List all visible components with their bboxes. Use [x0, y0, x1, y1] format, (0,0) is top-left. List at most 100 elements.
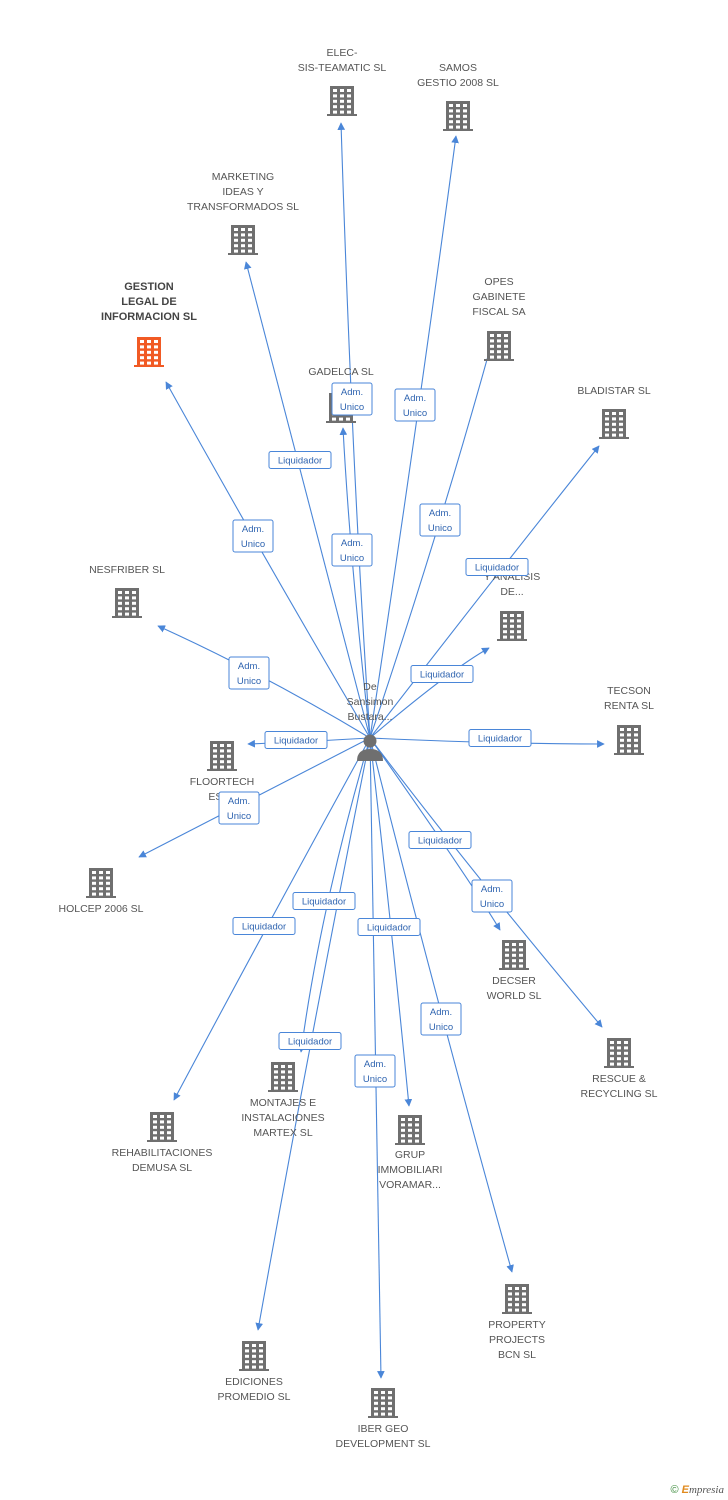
role-badge-samos[interactable]: Adm.Unico	[394, 388, 436, 422]
edge-rescue	[369, 737, 603, 1028]
company-node-holcep[interactable]: HOLCEP 2006 SL	[58, 868, 144, 915]
role-badge-text: Liquidador	[418, 836, 462, 847]
building-icon	[599, 409, 629, 439]
edge-gestion	[165, 381, 371, 739]
company-label-line: GABINETE	[472, 291, 525, 303]
building-icon	[134, 337, 164, 367]
role-badge-nesfriber[interactable]: Adm.Unico	[228, 656, 270, 690]
brand-logo-letter: E	[681, 1484, 689, 1496]
role-badge-property[interactable]: Adm.Unico	[420, 1002, 462, 1036]
role-badge-floortech[interactable]: Liquidador	[264, 731, 328, 749]
role-badge-text: Liquidador	[367, 923, 411, 934]
role-badge-text: Unico	[363, 1074, 387, 1085]
company-label-line: GADELCA SL	[308, 366, 374, 378]
building-icon	[443, 101, 473, 131]
company-node-elec[interactable]: ELEC- SIS-TEAMATIC SL	[298, 47, 387, 116]
building-icon	[499, 940, 529, 970]
role-badge-holcep[interactable]: Adm.Unico	[218, 791, 260, 825]
building-icon	[228, 225, 258, 255]
company-node-rescue[interactable]: RESCUE &RECYCLING SL	[580, 1038, 658, 1100]
company-label-line: WORLD SL	[487, 990, 542, 1002]
company-label-line: DECSER	[492, 975, 536, 987]
person-icon	[357, 734, 383, 761]
company-label-line: FLOORTECH	[190, 776, 255, 788]
edge-elec	[337, 122, 371, 739]
company-node-property[interactable]: PROPERTY PROJECTS BCN SL	[488, 1284, 546, 1361]
role-badge-decser[interactable]: Adm.Unico	[471, 879, 513, 913]
role-badge-rescue[interactable]: Liquidador	[408, 831, 472, 849]
building-icon	[497, 611, 527, 641]
role-badge-gestion[interactable]: Adm. Unico	[232, 519, 274, 553]
building-icon	[484, 331, 514, 361]
company-label-line: ELEC-	[327, 47, 358, 59]
company-node-decser[interactable]: DECSER WORLD SL	[487, 940, 542, 1002]
role-badge-montajes[interactable]: Liquidador	[292, 892, 356, 910]
building-icon	[368, 1388, 398, 1418]
edge-marketing	[244, 261, 371, 739]
role-badge-tecson[interactable]: Liquidador	[468, 729, 532, 747]
role-badge-gadelca[interactable]: Adm.Unico	[331, 533, 373, 567]
company-node-nesfriber[interactable]: NESFRIBER SL	[89, 564, 165, 618]
company-label-line: NESFRIBER SL	[89, 564, 165, 576]
company-label-line: DE...	[500, 586, 523, 598]
role-badge-text: Unico	[428, 523, 452, 534]
company-label-line: MARTEX SL	[253, 1127, 312, 1139]
company-label-line: PROJECTS	[489, 1334, 545, 1346]
building-icon	[502, 1284, 532, 1314]
company-node-grup[interactable]: GRUPIMMOBILIARIVORAMAR...	[378, 1115, 443, 1191]
building-icon	[395, 1115, 425, 1145]
building-icon	[614, 725, 644, 755]
center-node[interactable]: DeSansimonBustara...	[347, 681, 394, 761]
company-label-line: TRANSFORMADOS SL	[187, 201, 299, 213]
company-label-line: REHABILITACIONES	[112, 1147, 213, 1159]
role-badge-text: Adm.	[238, 661, 260, 672]
building-icon	[112, 588, 142, 618]
company-label-line: VORAMAR...	[379, 1179, 441, 1191]
company-label-line: BCN SL	[498, 1349, 536, 1361]
company-label-line: SAMOS	[439, 62, 477, 74]
role-badge-bladistar[interactable]: Liquidador	[465, 558, 529, 576]
role-badge-text: Liquidador	[302, 897, 346, 908]
edge-samos	[369, 135, 459, 739]
company-label-line: MONTAJES E	[250, 1097, 316, 1109]
role-badge-opes[interactable]: Adm. Unico	[419, 503, 461, 537]
building-icon	[86, 868, 116, 898]
role-badge-text: Unico	[480, 899, 504, 910]
role-badge-text: Liquidador	[475, 563, 519, 574]
role-badge-marketing[interactable]: Liquidador	[268, 451, 332, 469]
company-label-line: SIS-TEAMATIC SL	[298, 62, 387, 74]
copyright-icon: ©	[670, 1484, 679, 1496]
role-badge-elec[interactable]: Adm.Unico	[331, 382, 373, 416]
role-badge-grup[interactable]: Liquidador	[357, 918, 421, 936]
role-badge-text: Adm.	[242, 524, 264, 535]
company-label-line: FISCAL SA	[472, 306, 525, 318]
company-label-line: RECYCLING SL	[580, 1088, 657, 1100]
role-badge-text: Unico	[429, 1022, 453, 1033]
role-badge-rehabilitaciones[interactable]: Liquidador	[232, 917, 296, 935]
company-node-bladistar[interactable]: BLADISTAR SL	[577, 385, 651, 439]
role-badge-text: Unico	[241, 539, 265, 550]
role-badge-consultoria[interactable]: Liquidador	[410, 665, 474, 683]
edge-gadelca	[339, 427, 371, 739]
company-label-line: IMMOBILIARI	[378, 1164, 443, 1176]
role-badge-text: Adm.	[429, 508, 451, 519]
company-label-line: PROPERTY	[488, 1319, 546, 1331]
footer-brand[interactable]: © Empresia	[670, 1484, 724, 1496]
company-label-line: EDICIONES	[225, 1376, 283, 1388]
role-badge-iber[interactable]: Adm.Unico	[354, 1054, 396, 1088]
role-badge-ediciones[interactable]: Liquidador	[278, 1032, 342, 1050]
role-badge-text: Adm.	[341, 538, 363, 549]
person-name-line: De	[363, 681, 377, 693]
